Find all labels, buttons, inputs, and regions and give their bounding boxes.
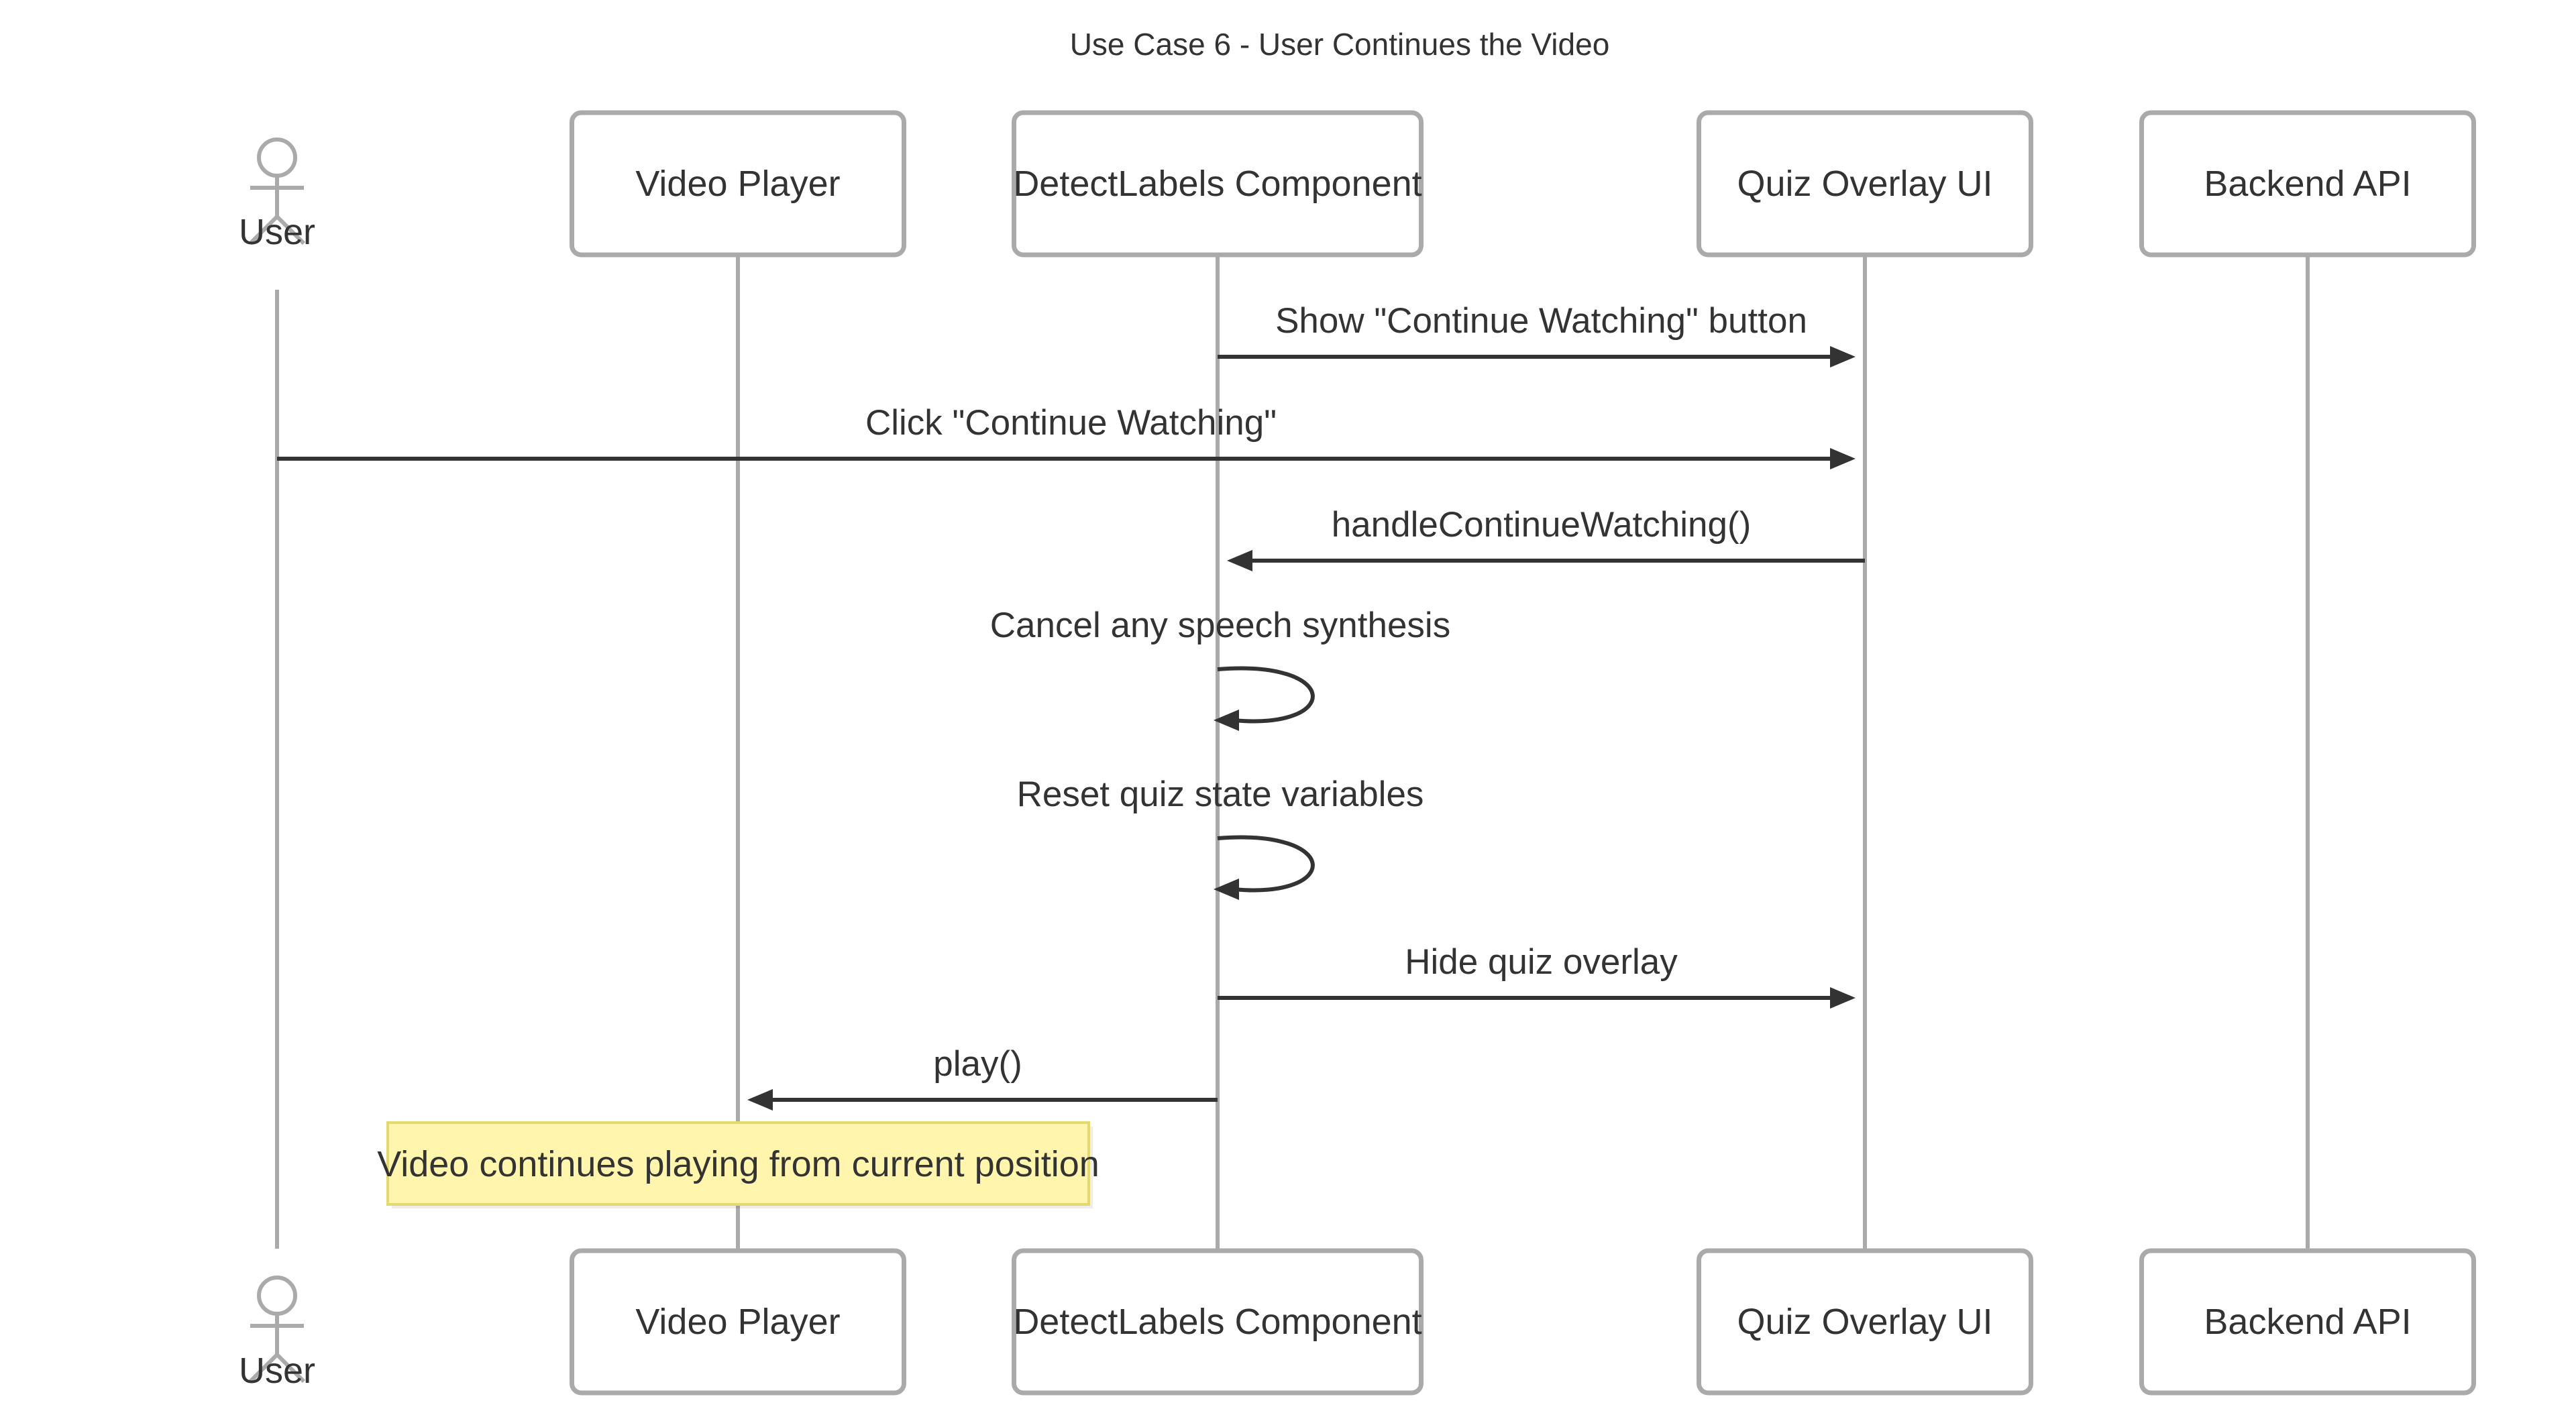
participant-label: Quiz Overlay UI xyxy=(1737,164,1992,204)
arrowhead-icon xyxy=(1830,448,1856,469)
actor-leg-right xyxy=(275,1353,306,1383)
message-show-continue-watching-button: Show "Continue Watching" button xyxy=(1218,301,1856,368)
participant-box xyxy=(1012,110,1424,258)
actor-user-top: User xyxy=(239,137,315,252)
diagram-title: Use Case 6 - User Continues the Video xyxy=(1070,27,1610,62)
participant-label: Quiz Overlay UI xyxy=(1737,1302,1992,1342)
participant-video-player-top: Video Player xyxy=(570,110,906,258)
participant-backend-api-bottom: Backend API xyxy=(2139,1248,2476,1396)
participant-box xyxy=(1697,1248,2033,1396)
self-loop-line xyxy=(1217,666,1315,724)
message-label: Cancel any speech synthesis xyxy=(990,606,1450,645)
self-loop-line xyxy=(1217,835,1315,893)
participants-top: User Video Player DetectLabels Component Qu… xyxy=(239,110,2476,258)
participant-box xyxy=(570,110,906,258)
arrowhead-icon xyxy=(1214,879,1239,900)
message-label: handleContinueWatching() xyxy=(1332,505,1752,545)
arrowhead-icon xyxy=(1830,346,1856,368)
note-text: Video continues playing from current pos… xyxy=(377,1144,1099,1184)
participant-quiz-overlay-ui-bottom: Quiz Overlay UI xyxy=(1697,1248,2033,1396)
message-label: Click "Continue Watching" xyxy=(865,403,1277,443)
participant-detectlabels-component-top: DetectLabels Component xyxy=(1012,110,1424,258)
message-hide-quiz-overlay: Hide quiz overlay xyxy=(1218,942,1856,1009)
note-video: Video continues playing from current pos… xyxy=(377,1121,1099,1208)
participant-detectlabels-component-bottom: DetectLabels Component xyxy=(1012,1248,1424,1396)
message-label: Show "Continue Watching" button xyxy=(1275,301,1807,341)
participant-label: Video Player xyxy=(635,1302,840,1342)
participant-label: Backend API xyxy=(2204,164,2411,204)
lifelines xyxy=(275,255,2310,1249)
actor-user-bottom: User xyxy=(239,1276,315,1391)
actor-figure-icon xyxy=(248,1276,306,1383)
actor-leg-right xyxy=(275,215,306,245)
actor-figure-icon xyxy=(248,137,306,245)
message-click-continue-watching: Click "Continue Watching" xyxy=(277,403,1856,469)
participant-quiz-overlay-ui-top: Quiz Overlay UI xyxy=(1697,110,2033,258)
arrowhead-icon xyxy=(1830,987,1856,1009)
participant-label: DetectLabels Component xyxy=(1013,1302,1421,1342)
participant-box xyxy=(1697,110,2033,258)
note: Video continues playing from current pos… xyxy=(377,1121,1099,1208)
message-play: play() xyxy=(747,1044,1218,1111)
participant-label: Backend API xyxy=(2204,1302,2411,1342)
participant-box xyxy=(2139,110,2476,258)
message-reset-quiz-state-variables: Reset quiz state variables xyxy=(1017,775,1424,900)
message-label: Reset quiz state variables xyxy=(1017,775,1424,814)
actor-head xyxy=(257,1276,297,1316)
participant-video-player-bottom: Video Player xyxy=(570,1248,906,1396)
note-box xyxy=(386,1121,1090,1206)
participant-label: DetectLabels Component xyxy=(1013,164,1421,204)
message-label: Hide quiz overlay xyxy=(1405,942,1678,982)
arrowhead-icon xyxy=(1214,710,1239,731)
message-handlecontinuewatching: handleContinueWatching() xyxy=(1227,505,1865,571)
participants-bottom: User Video Player DetectLabels Component Qu… xyxy=(239,1248,2476,1396)
actor-leg-left xyxy=(248,215,279,245)
participant-label: Video Player xyxy=(635,164,840,204)
actor-label: User xyxy=(239,212,315,252)
actor-label: User xyxy=(239,1351,315,1391)
participant-box xyxy=(570,1248,906,1396)
message-cancel-any-speech-synthesis: Cancel any speech synthesis xyxy=(990,606,1450,731)
arrowhead-icon xyxy=(747,1089,773,1111)
message-label: play() xyxy=(933,1044,1022,1084)
participant-box xyxy=(2139,1248,2476,1396)
participant-backend-api-top: Backend API xyxy=(2139,110,2476,258)
participant-box xyxy=(1012,1248,1424,1396)
arrowhead-icon xyxy=(1227,550,1252,571)
actor-leg-left xyxy=(248,1353,279,1383)
actor-head xyxy=(257,137,297,178)
